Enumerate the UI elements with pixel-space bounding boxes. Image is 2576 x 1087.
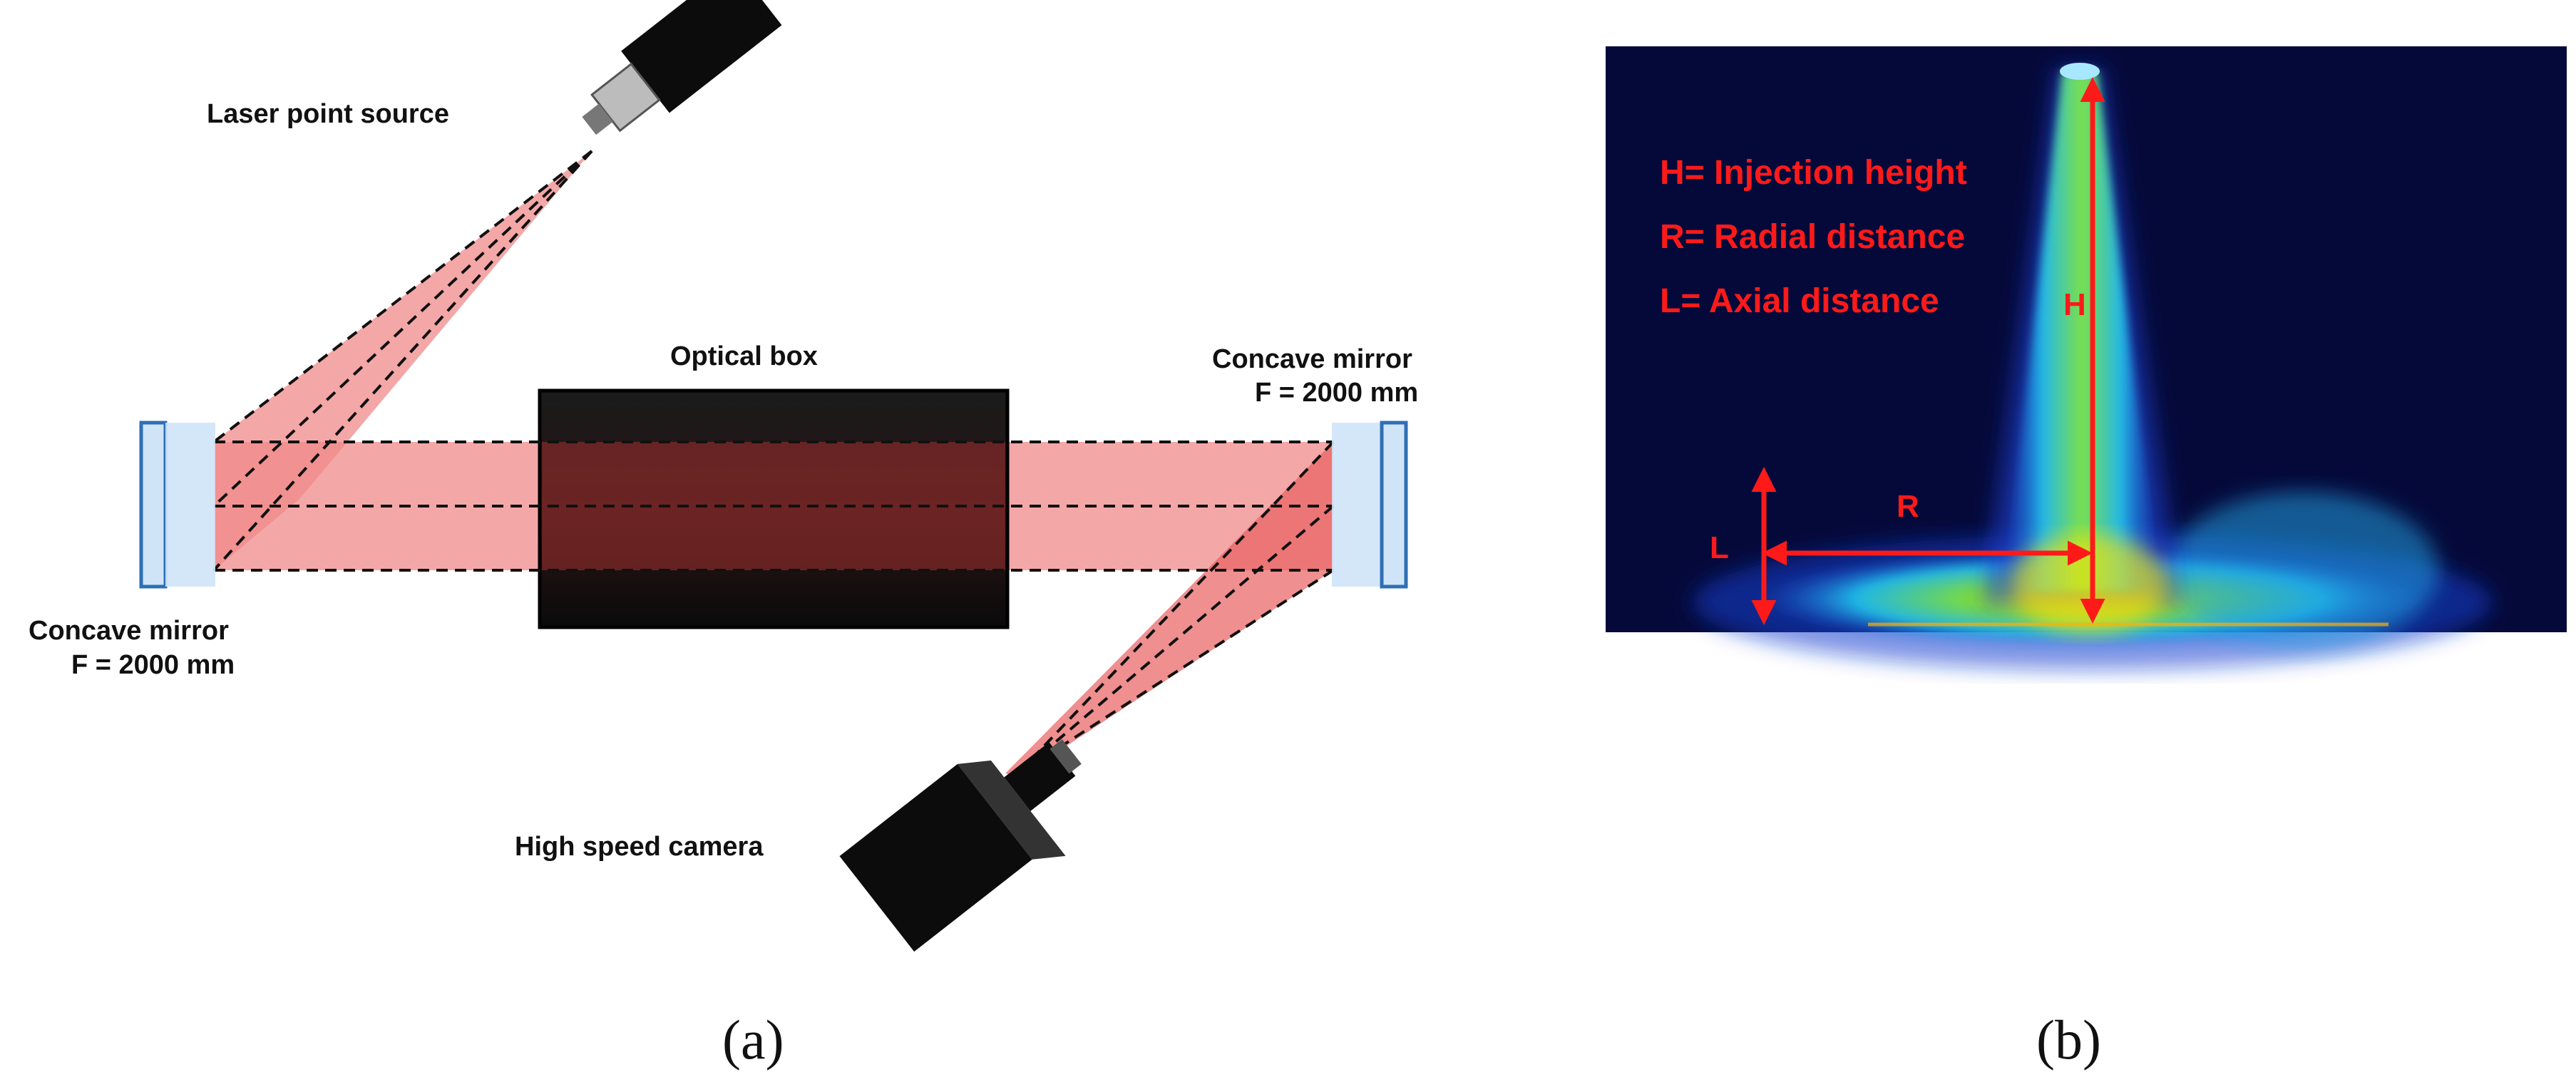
legend-h: H= Injection height: [1660, 154, 1967, 192]
ray-laser-1: [212, 150, 593, 443]
caption-a: (a): [722, 1009, 784, 1071]
label-mirror-right-line1: Concave mirror: [1212, 344, 1412, 374]
marker-r: R: [1897, 489, 1919, 524]
legend-r: R= Radial distance: [1660, 218, 1965, 256]
plume-spread-right: [2167, 492, 2438, 649]
plume-nozzle: [2060, 63, 2100, 80]
panel-b-spray-image: H R L H= Injection height R= Radial dist…: [1606, 46, 2567, 1071]
mirror-icon: [139, 421, 215, 589]
marker-l: L: [1710, 530, 1729, 565]
caption-b: (b): [2036, 1009, 2101, 1071]
label-camera: High speed camera: [515, 832, 764, 862]
ray-camera-2: [1015, 505, 1335, 777]
label-mirror-right-line2: F = 2000 mm: [1255, 378, 1418, 408]
ray-laser-3: [212, 150, 593, 508]
panel-a-schematic: Laser point source Optical box Concave m…: [29, 0, 1418, 1071]
label-mirror-left-line2: F = 2000 mm: [71, 650, 235, 680]
camera-beam-wedge: [1005, 442, 1333, 777]
label-mirror-left-line1: Concave mirror: [29, 616, 229, 646]
ray-camera-1: [1015, 441, 1335, 777]
label-optical-box: Optical box: [670, 341, 818, 371]
plume-column-base: [2011, 535, 2167, 634]
mirror-icon: [1332, 421, 1408, 589]
laser-icon: [582, 0, 782, 135]
marker-h: H: [2063, 287, 2086, 322]
label-laser: Laser point source: [207, 99, 449, 129]
legend-l: L= Axial distance: [1660, 282, 1939, 320]
camera-icon: [839, 739, 1082, 952]
ray-camera-3: [1015, 569, 1335, 777]
ray-laser-2: [212, 150, 593, 572]
